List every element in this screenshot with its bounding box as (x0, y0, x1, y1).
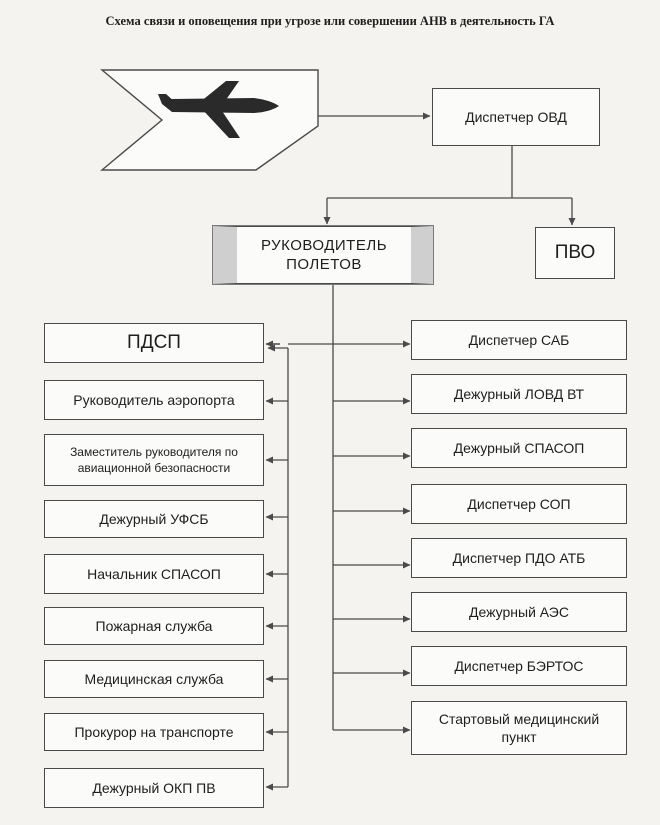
left-box-okp-pv: Дежурный ОКП ПВ (44, 768, 264, 808)
diagram-title: Схема связи и оповещения при угрозе или … (105, 14, 555, 28)
airplane-icon (158, 81, 279, 138)
right-box-lovd-vt: Дежурный ЛОВД ВТ (411, 374, 627, 414)
left-box-spasop-chief: Начальник СПАСОП (44, 554, 264, 594)
aircraft-banner (100, 69, 319, 171)
left-box-medical-service: Медицинская служба (44, 660, 264, 698)
right-box-aes: Дежурный АЭС (411, 592, 627, 632)
left-box-deputy-security: Заместитель руководителя по авиационной … (44, 434, 264, 486)
right-box-sab: Диспетчер САБ (411, 320, 627, 360)
left-box-airport-director: Руководитель аэропорта (44, 380, 264, 420)
right-box-bertos: Диспетчер БЭРТОС (411, 646, 627, 686)
right-box-spasop-duty: Дежурный СПАСОП (411, 428, 627, 468)
left-box-pdsp: ПДСП (44, 323, 264, 363)
air-defense-box: ПВО (535, 227, 615, 279)
flight-director-line1: РУКОВОДИТЕЛЬ (260, 236, 388, 254)
left-box-prosecutor: Прокурор на транспорте (44, 713, 264, 751)
ovd-dispatcher-box: Диспетчер ОВД (432, 88, 600, 146)
left-box-ufsb: Дежурный УФСБ (44, 500, 264, 538)
left-box-fire-service: Пожарная служба (44, 607, 264, 645)
right-box-medical-point: Стартовый медицинский пункт (411, 701, 627, 755)
flight-director-line2: ПОЛЕТОВ (286, 256, 362, 273)
right-box-sop: Диспетчер СОП (411, 484, 627, 524)
right-box-pdo-atb: Диспетчер ПДО АТБ (411, 538, 627, 578)
flight-director-box: РУКОВОДИТЕЛЬ ПОЛЕТОВ (212, 225, 434, 285)
